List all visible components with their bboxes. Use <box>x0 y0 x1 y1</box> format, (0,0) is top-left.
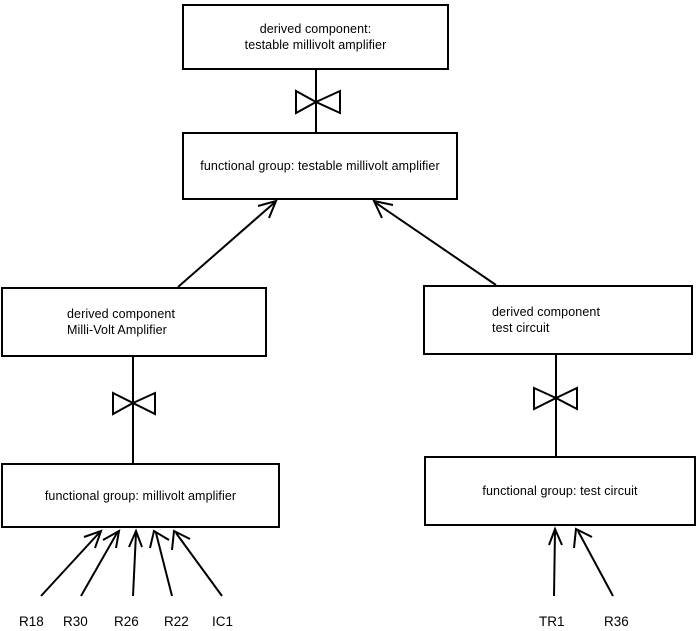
node-label-derived-test-circuit: derived component test circuit <box>492 305 601 335</box>
connector-arrow-mva-to-fg-testable <box>177 199 278 288</box>
connector-arrow-tc-to-fg-testable <box>372 199 497 286</box>
node-fg-millivolt-amplifier[interactable]: functional group: millivolt amplifier <box>1 463 280 528</box>
leaf-label-ic1: IC1 <box>212 614 234 629</box>
node-label-derived-testable-millivolt-amplifier: derived component: testable millivolt am… <box>244 22 387 52</box>
leaf-label-r22: R22 <box>164 614 189 629</box>
node-fg-testable-millivolt-amplifier[interactable]: functional group: testable millivolt amp… <box>182 132 458 200</box>
leaf-arrow-r26 <box>128 528 143 597</box>
node-label-fg-millivolt-amplifier: functional group: millivolt amplifier <box>44 488 237 503</box>
node-label-derived-milli-volt-amplifier: derived component Milli-Volt Amplifier <box>67 307 176 337</box>
connector-bowtie-derived-to-fg-testable <box>295 70 341 132</box>
leaf-label-r26: R26 <box>114 614 139 629</box>
leaf-arrow-tr1 <box>548 526 563 597</box>
connector-bowtie-derived-mva-to-fg-mva <box>112 357 156 463</box>
leaf-label-tr1: TR1 <box>539 614 565 629</box>
leaf-label-r36: R36 <box>604 614 629 629</box>
leaf-arrow-r36 <box>573 527 614 597</box>
node-fg-test-circuit[interactable]: functional group: test circuit <box>424 456 696 526</box>
leaf-label-r18: R18 <box>19 614 44 629</box>
node-derived-milli-volt-amplifier[interactable]: derived component Milli-Volt Amplifier <box>1 287 267 357</box>
leaf-arrow-r18 <box>40 529 103 597</box>
leaf-arrow-r30 <box>80 529 121 597</box>
connector-bowtie-derived-tc-to-fg-tc <box>533 355 578 456</box>
node-derived-test-circuit[interactable]: derived component test circuit <box>423 285 693 355</box>
node-label-fg-testable-millivolt-amplifier: functional group: testable millivolt amp… <box>200 159 440 173</box>
node-derived-testable-millivolt-amplifier[interactable]: derived component: testable millivolt am… <box>182 4 449 70</box>
leaf-arrow-ic1 <box>171 529 223 597</box>
leaf-arrow-r22 <box>149 529 173 597</box>
node-label-fg-test-circuit: functional group: test circuit <box>482 484 638 498</box>
leaf-label-r30: R30 <box>63 614 88 629</box>
